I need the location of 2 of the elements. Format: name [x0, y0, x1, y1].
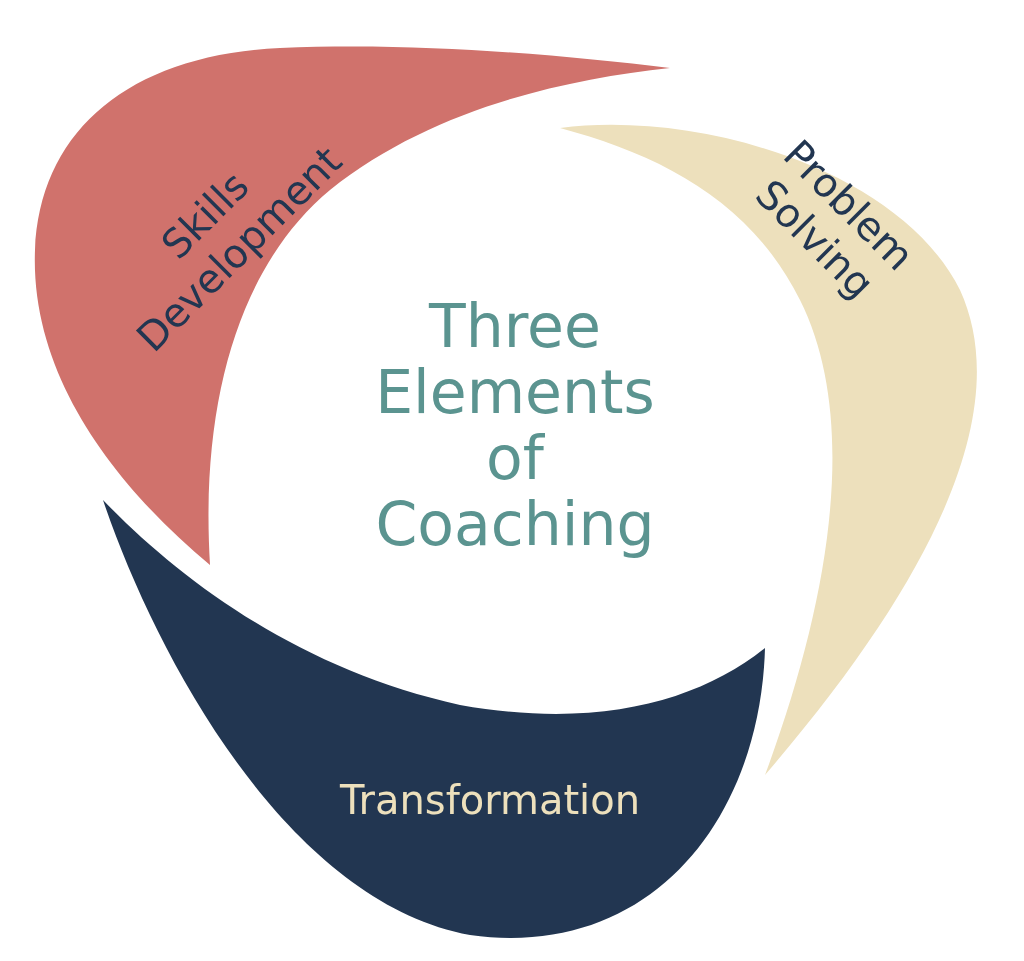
- petal-label: Transformation: [339, 776, 641, 824]
- diagram-title: Three Elements of Coaching: [375, 293, 655, 557]
